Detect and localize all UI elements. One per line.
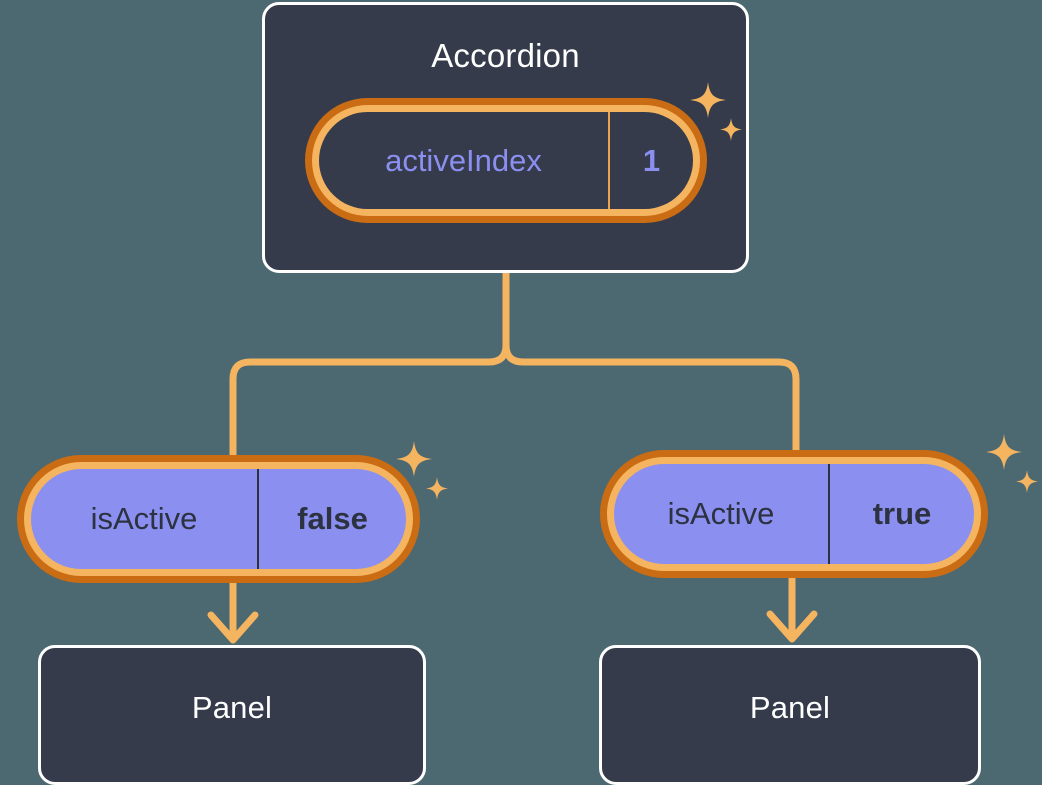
sparkle-icon (426, 477, 448, 500)
connector-root-to-left (229, 269, 510, 459)
state-pill-activeindex[interactable]: activeIndex 1 (305, 98, 707, 223)
state-pill-body: activeIndex 1 (319, 112, 693, 209)
state-pill-body: isActive false (31, 469, 406, 569)
panel-title: Panel (749, 690, 831, 725)
state-pill-isactive-false[interactable]: isActive false (17, 455, 420, 583)
state-pill-ring: isActive true (607, 457, 981, 571)
state-key-label: isActive (31, 469, 259, 569)
state-value-label: false (297, 501, 368, 536)
arrowhead-left (207, 611, 259, 644)
connector-root-to-right (502, 269, 800, 456)
panel-title: Panel (191, 690, 273, 725)
state-key-label: activeIndex (319, 112, 610, 209)
sparkle-group-right (982, 434, 1042, 500)
state-pill-isactive-true[interactable]: isActive true (600, 450, 988, 578)
state-pill-ring: isActive false (24, 462, 413, 576)
state-pill-ring: activeIndex 1 (312, 105, 700, 216)
sparkle-icon (986, 434, 1022, 470)
state-key-label: isActive (614, 464, 830, 564)
sparkle-icon (1016, 470, 1038, 493)
panel-component-node-right[interactable]: Panel (599, 645, 981, 785)
state-pill-body: isActive true (614, 464, 974, 564)
state-value-label: 1 (642, 142, 661, 178)
panel-component-node-left[interactable]: Panel (38, 645, 426, 785)
state-value-label: true (872, 496, 932, 531)
accordion-title: Accordion (431, 37, 580, 74)
sparkle-icon (396, 441, 432, 477)
arrowhead-right (766, 610, 818, 643)
